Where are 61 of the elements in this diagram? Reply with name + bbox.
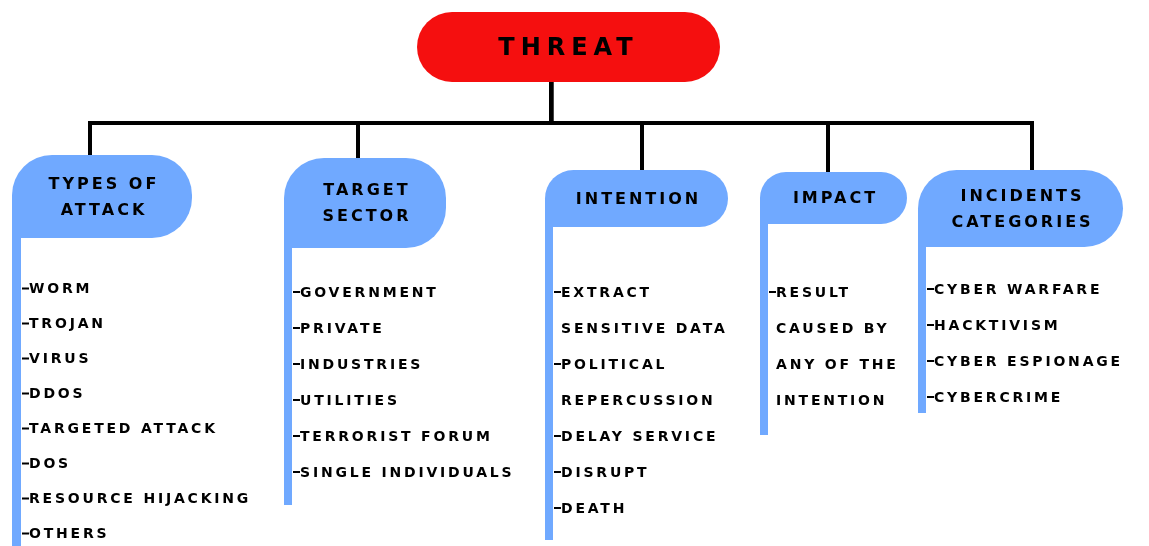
list-item: DELAY SERVICE	[561, 418, 753, 454]
tick-line	[21, 392, 30, 395]
list-item: SINGLE INDIVIDUALS	[300, 454, 555, 490]
list-item: DOS	[29, 446, 299, 481]
category-pill	[918, 170, 1123, 247]
list-item: DISRUPT	[561, 454, 753, 490]
category-label: INCIDENTS CATEGORIES	[950, 184, 1095, 233]
tick-line	[21, 532, 30, 535]
tick-line	[292, 327, 301, 329]
tick-line	[926, 288, 935, 290]
list-item: CYBERCRIME	[934, 379, 1149, 415]
category-label: TARGET SECTOR	[321, 179, 413, 227]
list-item: TROJAN	[29, 306, 299, 341]
list-item: RESULT CAUSED BY ANY OF THE INTENTION	[776, 274, 921, 418]
category-pill	[545, 170, 728, 227]
list-item: POLITICAL REPERCUSSION	[561, 346, 753, 418]
list-item: WORM	[29, 271, 299, 306]
list-item: DEATH	[561, 490, 753, 526]
tick-line	[21, 427, 30, 430]
category-pill	[284, 158, 446, 248]
list-item: RESOURCE HIJACKING	[29, 481, 299, 516]
list-item: EXTRACT SENSITIVE DATA	[561, 274, 753, 346]
category-pill	[12, 155, 192, 238]
list-item: DDOS	[29, 376, 299, 411]
tick-line	[553, 363, 562, 365]
tick-line	[926, 360, 935, 362]
tick-line	[926, 324, 935, 326]
list-item: PRIVATE	[300, 310, 555, 346]
tick-line	[926, 396, 935, 398]
list-item: UTILITIES	[300, 382, 555, 418]
tick-line	[553, 291, 562, 293]
tick-line	[292, 435, 301, 437]
connector-line	[549, 82, 1034, 170]
tick-line	[292, 471, 301, 473]
list-item: HACKTIVISM	[934, 307, 1149, 343]
list-item: TERRORIST FORUM	[300, 418, 555, 454]
category-label: IMPACT	[792, 187, 879, 209]
tick-line	[292, 363, 301, 365]
tick-line	[21, 322, 30, 325]
tick-line	[292, 291, 301, 293]
tick-line	[21, 287, 30, 290]
list-item: OTHERS	[29, 516, 299, 546]
tick-line	[768, 291, 777, 293]
category-pill	[760, 172, 907, 224]
tick-line	[553, 507, 562, 509]
category-label: TYPES OF ATTACK	[47, 172, 161, 221]
tick-line	[21, 357, 30, 360]
vertical-bar	[12, 236, 21, 546]
tick-line	[553, 471, 562, 473]
list-item: INDUSTRIES	[300, 346, 555, 382]
tick-line	[553, 435, 562, 437]
list-item: VIRUS	[29, 341, 299, 376]
tick-line	[21, 462, 30, 465]
category-label: INTENTION	[575, 187, 702, 210]
list-item: CYBER WARFARE	[934, 271, 1149, 307]
title-text: THREAT	[498, 33, 639, 61]
list-item: TARGETED ATTACK	[29, 411, 299, 446]
list-item: CYBER ESPIONAGE	[934, 343, 1149, 379]
tick-line	[292, 399, 301, 401]
tick-line	[21, 497, 30, 500]
list-item: GOVERNMENT	[300, 274, 555, 310]
